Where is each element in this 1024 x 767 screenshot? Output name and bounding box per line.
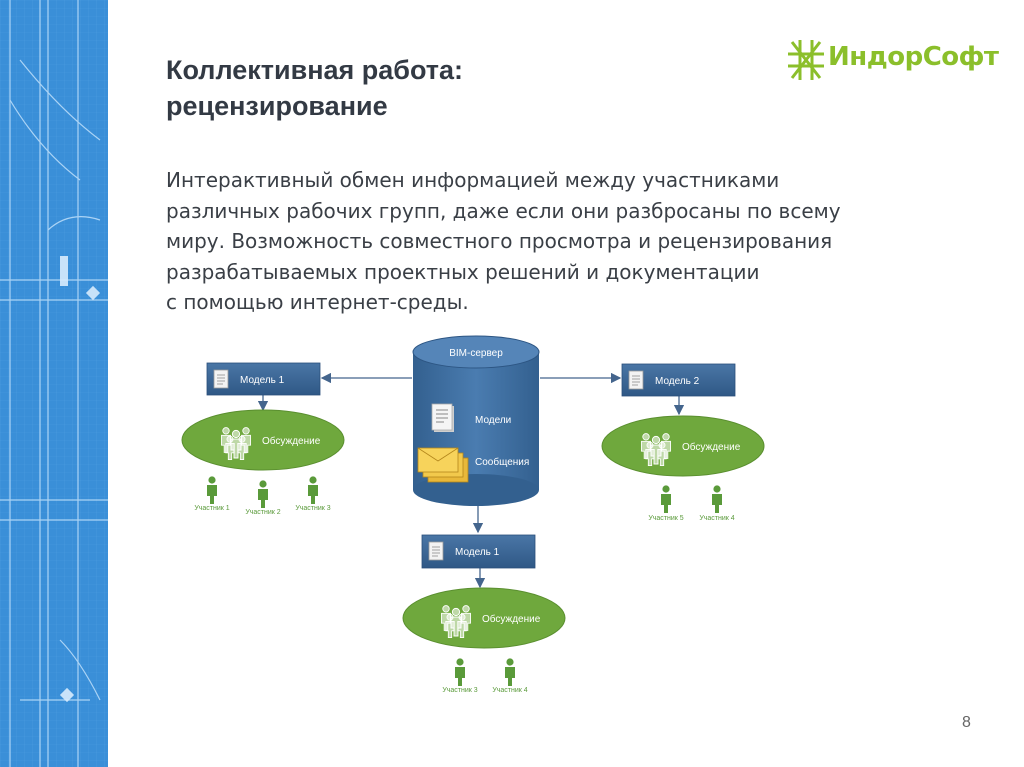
discussion-label: Обсуждение <box>262 435 321 447</box>
bim-server: BIM-сервер Модели Сообщения <box>412 335 540 506</box>
discussion-label: Обсуждение <box>482 613 541 625</box>
messages-envelope-icon <box>417 447 469 483</box>
model-label: Модель 1 <box>455 547 500 558</box>
models-doc-icon <box>431 403 454 432</box>
participant-2: Участник 2 <box>245 480 281 516</box>
person-icon <box>455 658 465 686</box>
page-number: 8 <box>962 714 971 731</box>
model-box-2: Модель 2 <box>621 363 736 397</box>
participant-4b: Участник 4 <box>492 658 528 694</box>
title-line-2: рецензирование <box>166 91 388 121</box>
document-icon <box>628 370 644 390</box>
participant-1: Участник 1 <box>194 476 230 512</box>
body-line-2: различных рабочих групп, даже если они р… <box>166 198 841 223</box>
participant-label: Участник 2 <box>245 509 280 516</box>
person-icon <box>712 485 722 513</box>
discussion-label: Обсуждение <box>682 441 741 453</box>
model-label: Модель 1 <box>240 375 285 386</box>
participant-4: Участник 4 <box>699 485 735 522</box>
slide-title: Коллективная работа: рецензирование <box>166 52 726 124</box>
participant-label: Участник 1 <box>194 505 229 512</box>
document-icon <box>213 369 229 389</box>
group-3: Модель 1 Обсуждение Участник 3 Участник … <box>402 534 566 694</box>
person-icon <box>207 476 217 504</box>
server-item-messages: Сообщения <box>475 456 529 468</box>
participant-label: Участник 3 <box>295 505 330 512</box>
participant-label: Участник 3 <box>442 687 477 694</box>
slide-body: Интерактивный обмен информацией между уч… <box>166 165 966 318</box>
server-item-models: Модели <box>475 415 511 426</box>
participant-3b: Участник 3 <box>442 658 478 694</box>
company-logo: ИндорСофт <box>786 36 999 84</box>
server-label: BIM-сервер <box>449 348 503 359</box>
group-2: Модель 2 Обсуждение Участник 5 Участник … <box>601 363 765 522</box>
body-line-3: миру. Возможность совместного просмотра … <box>166 229 833 253</box>
person-icon <box>661 485 671 513</box>
model-box-3: Модель 1 <box>421 534 536 569</box>
blueprint-sidebar <box>0 0 108 767</box>
discussion-3: Обсуждение <box>402 587 566 649</box>
participant-label: Участник 4 <box>492 687 527 694</box>
discussion-1: Обсуждение <box>181 409 345 471</box>
title-line-1: Коллективная работа: <box>166 55 464 85</box>
participant-label: Участник 5 <box>648 515 683 522</box>
logo-mark-icon <box>788 40 824 80</box>
logo-text: ИндорСофт <box>828 42 999 72</box>
participant-3: Участник 3 <box>295 476 331 512</box>
model-box-1: Модель 1 <box>206 362 321 396</box>
group-1: Модель 1 Обсуждение Участник 1 Участник … <box>181 362 345 516</box>
body-line-5: с помощью интернет-среды. <box>166 290 469 314</box>
discussion-2: Обсуждение <box>601 415 765 477</box>
person-icon <box>258 480 268 508</box>
body-line-1: Интерактивный обмен информацией между уч… <box>166 168 780 192</box>
participant-label: Участник 4 <box>699 515 734 522</box>
person-icon <box>308 476 318 504</box>
document-icon <box>428 541 444 561</box>
person-icon <box>505 658 515 686</box>
body-line-4: разрабатываемых проектных решений и доку… <box>166 259 760 284</box>
participant-5: Участник 5 <box>648 485 684 522</box>
model-label: Модель 2 <box>655 376 700 387</box>
